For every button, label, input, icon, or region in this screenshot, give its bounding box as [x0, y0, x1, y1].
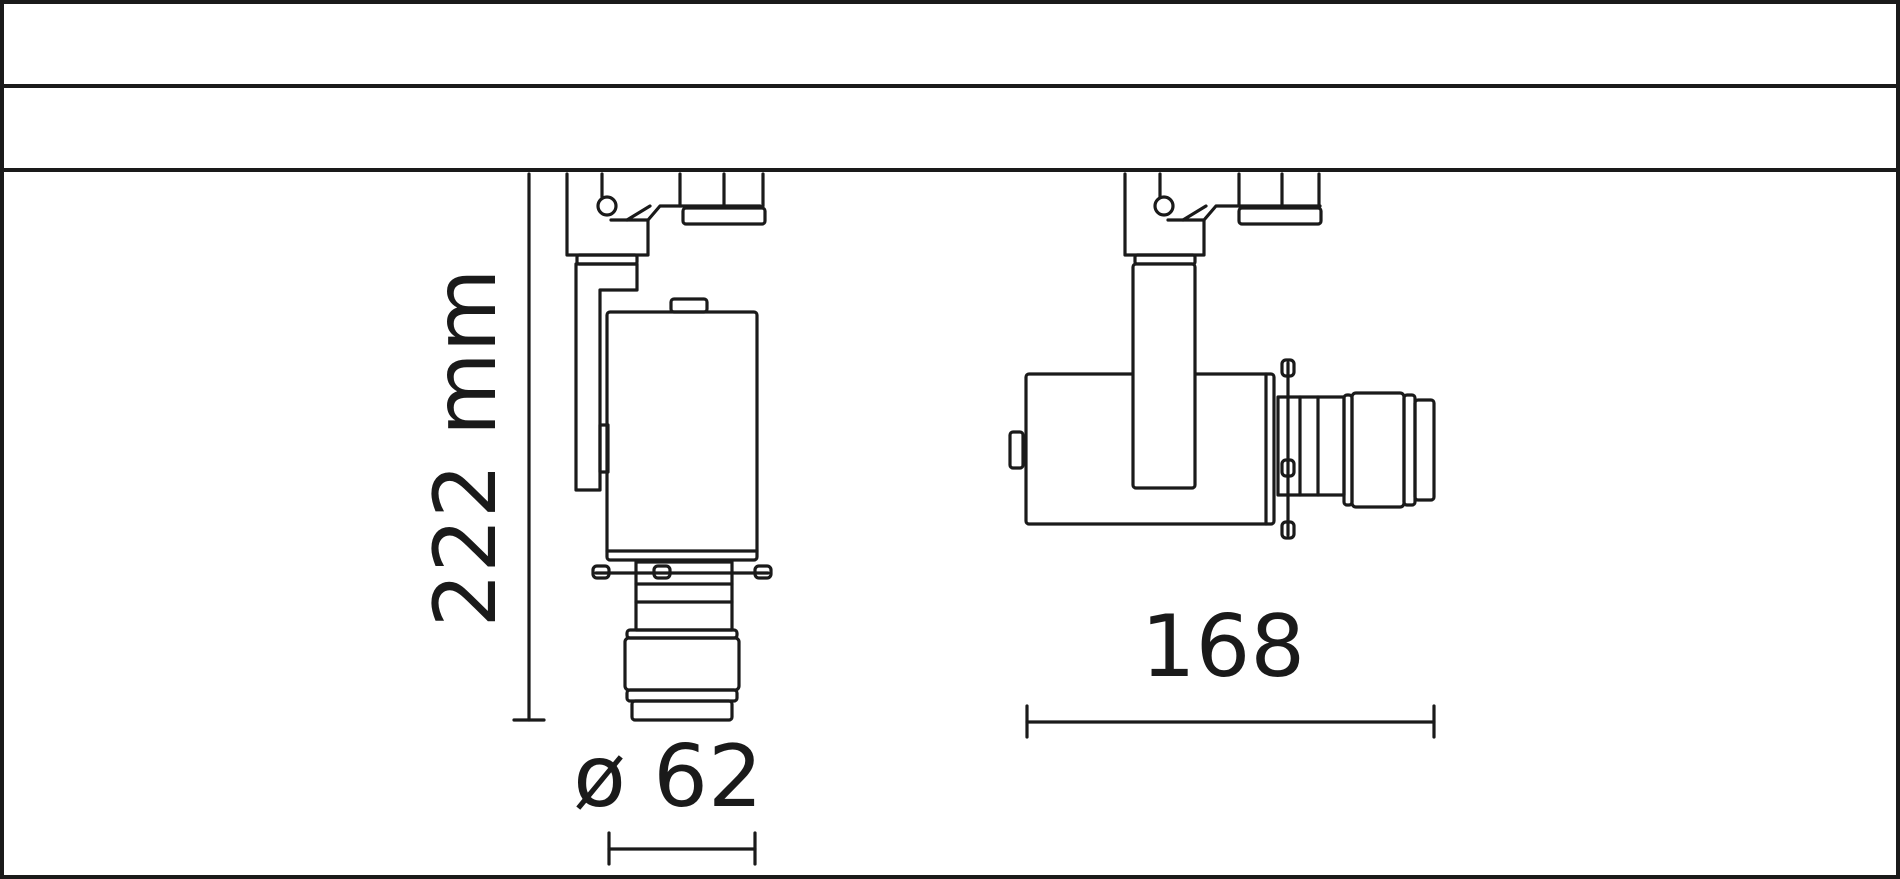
housing-front — [605, 297, 759, 562]
height-dimension: 222 mm — [416, 172, 546, 722]
lens-assembly-front — [591, 560, 773, 722]
diameter-dimension: ø 62 — [573, 727, 763, 866]
mounting-arm-side — [1131, 262, 1197, 490]
length-dimension: 168 — [1025, 597, 1436, 739]
height-dimension-label: 222 mm — [416, 268, 516, 627]
side-view-luminaire — [1008, 172, 1436, 540]
track-adapter-side — [1123, 172, 1323, 266]
track-adapter-front — [565, 172, 767, 266]
lens-assembly-side — [1276, 358, 1436, 540]
length-dimension-label: 168 — [1141, 597, 1305, 697]
diameter-dimension-label: ø 62 — [573, 727, 762, 827]
front-view-luminaire — [565, 172, 773, 722]
